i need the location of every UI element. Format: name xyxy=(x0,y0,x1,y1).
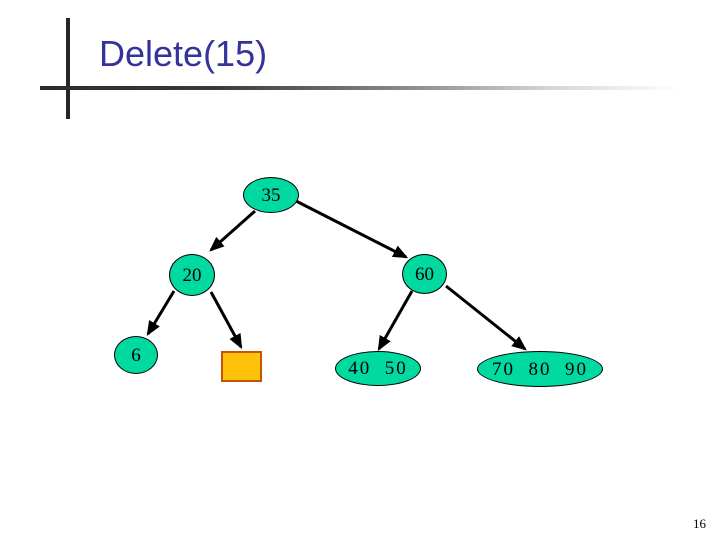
page-number: 16 xyxy=(693,516,706,531)
tree-node-left[interactable]: 20 xyxy=(169,254,215,296)
tree-node-right-left[interactable]: 40 50 xyxy=(335,351,421,386)
edge-right-to-right-left xyxy=(377,290,414,352)
tree-node-left-right-empty[interactable] xyxy=(221,351,262,382)
edge-root-to-right xyxy=(295,199,409,259)
edge-root-to-left xyxy=(209,209,256,252)
edge-right-to-right-right xyxy=(445,284,527,351)
tree-node-right[interactable]: 60 xyxy=(402,254,447,294)
title-horizontal-rule xyxy=(40,86,680,90)
page-title: Delete(15) xyxy=(99,33,268,74)
tree-node-root[interactable]: 35 xyxy=(243,177,299,213)
tree-node-left-left[interactable]: 6 xyxy=(114,336,158,374)
title-vertical-rule xyxy=(66,18,70,119)
edge-left-to-left-right xyxy=(209,291,243,350)
tree-node-right-right[interactable]: 70 80 90 xyxy=(477,351,603,387)
edge-left-to-left-left xyxy=(146,290,176,337)
